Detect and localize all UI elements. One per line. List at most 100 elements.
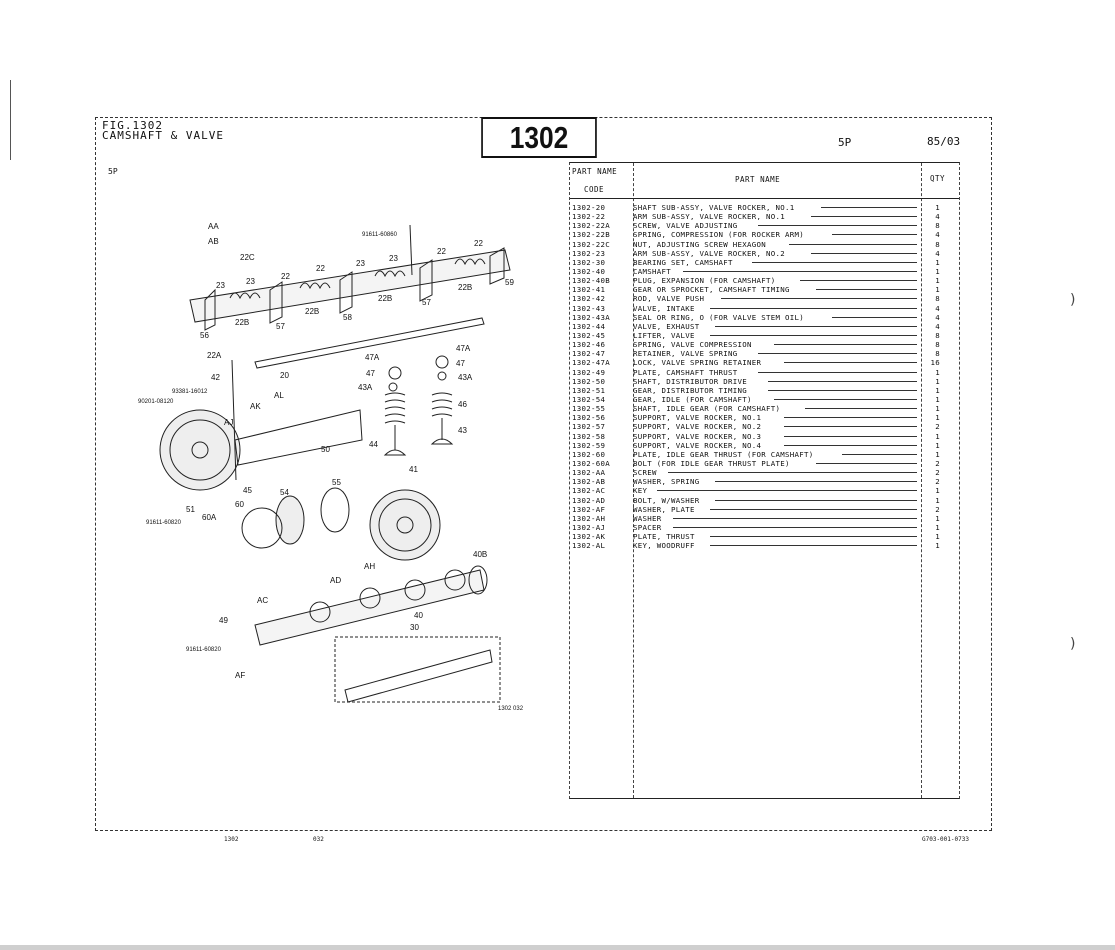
- part-code: 1302-AJ: [572, 522, 606, 532]
- part-qty: 4: [935, 248, 940, 258]
- callout-label: 22: [474, 239, 483, 248]
- part-qty: 2: [935, 422, 940, 432]
- leader-line: [815, 289, 917, 291]
- part-qty: 1: [935, 541, 940, 551]
- part-code: 1302-59: [572, 440, 606, 450]
- callout-label: 43A: [458, 373, 473, 382]
- callout-label: 1302 032: [498, 706, 524, 712]
- leader-line: [672, 526, 917, 528]
- part-code: 1302-30: [572, 257, 606, 267]
- part-name: KEY: [633, 486, 648, 496]
- leader-line: [831, 316, 917, 318]
- leader-line: [815, 462, 917, 464]
- part-code: 1302-AH: [572, 513, 606, 523]
- callout-label: 57: [422, 298, 431, 307]
- part-name: WASHER, PLATE: [633, 504, 695, 514]
- part-code: 1302-40B: [572, 276, 610, 286]
- callout-label: 22: [437, 247, 446, 256]
- callout-label: 23: [216, 281, 225, 290]
- part-name: ARM SUB-ASSY, VALVE ROCKER, NO.1: [633, 212, 785, 222]
- part-code: 1302-51: [572, 385, 606, 395]
- callout-label: AC: [257, 596, 268, 605]
- col-header-code-2: CODE: [584, 185, 605, 194]
- part-code: 1302-42: [572, 294, 606, 304]
- col-header-qty: QTY: [930, 174, 946, 183]
- callout-label: 22B: [458, 283, 472, 292]
- part-name: PLUG, EXPANSION (FOR CAMSHAFT): [633, 276, 776, 286]
- part-code: 1302-20: [572, 203, 606, 212]
- part-code: 1302-23: [572, 248, 606, 258]
- part-qty: 1: [935, 285, 940, 295]
- callout-label: 46: [458, 400, 467, 409]
- part-qty: 1: [935, 203, 940, 212]
- callout-label: 41: [409, 465, 418, 474]
- callout-label: AL: [274, 391, 284, 400]
- callout-label: 58: [343, 313, 352, 322]
- part-qty: 2: [935, 477, 940, 487]
- column-divider: [921, 163, 922, 798]
- part-qty: 1: [935, 495, 940, 505]
- part-name: LIFTER, VALVE: [633, 330, 695, 340]
- callout-label: 91611-60820: [186, 647, 222, 653]
- callout-label: 56: [200, 331, 209, 340]
- leader-line: [784, 435, 917, 437]
- part-qty: 1: [935, 486, 940, 496]
- part-code: 1302-22B: [572, 230, 610, 240]
- part-qty: 1: [935, 394, 940, 404]
- callout-label: 22: [316, 264, 325, 273]
- callout-label: 45: [243, 486, 252, 495]
- callout-label: AA: [208, 222, 219, 231]
- leader-line: [773, 344, 917, 346]
- callout-label: 51: [186, 505, 195, 514]
- table-row: 1302-AC KEY 1: [570, 486, 959, 495]
- callout-label: 47: [366, 369, 375, 378]
- callout-label: 50: [321, 445, 330, 454]
- leader-line: [709, 334, 917, 336]
- part-name: SCREW: [633, 468, 657, 478]
- part-name: PLATE, IDLE GEAR THRUST (FOR CAMSHAFT): [633, 449, 814, 459]
- page-code-box: 1302: [481, 117, 597, 158]
- leader-line: [709, 536, 917, 538]
- leader-line: [800, 280, 917, 282]
- model-code: 5P: [838, 136, 852, 149]
- part-name: WASHER, SPRING: [633, 477, 700, 487]
- figure-number: FIG.1302: [102, 119, 163, 132]
- part-code: 1302-AC: [572, 486, 606, 496]
- part-code: 1302-43A: [572, 312, 610, 322]
- callout-label: AH: [364, 562, 375, 571]
- callout-label: 49: [219, 616, 228, 625]
- part-code: 1302-55: [572, 404, 606, 414]
- part-code: 1302-43: [572, 303, 606, 313]
- part-code: 1302-45: [572, 330, 606, 340]
- part-qty: 8: [935, 221, 940, 231]
- part-code: 1302-47A: [572, 358, 610, 368]
- leader-line: [784, 362, 917, 364]
- scan-edge: [0, 945, 1115, 950]
- callout-label: 22A: [207, 351, 222, 360]
- callout-label: 40: [414, 611, 423, 620]
- part-name: SPRING, COMPRESSION (FOR ROCKER ARM): [633, 230, 804, 240]
- callout-label: 43A: [358, 383, 373, 392]
- leader-line: [667, 472, 917, 474]
- part-name: SCREW, VALVE ADJUSTING: [633, 221, 738, 231]
- leader-line: [709, 307, 917, 309]
- figure-heading: FIG.1302 CAMSHAFT & VALVE: [102, 119, 224, 141]
- callout-label: 47: [456, 359, 465, 368]
- part-qty: 1: [935, 522, 940, 532]
